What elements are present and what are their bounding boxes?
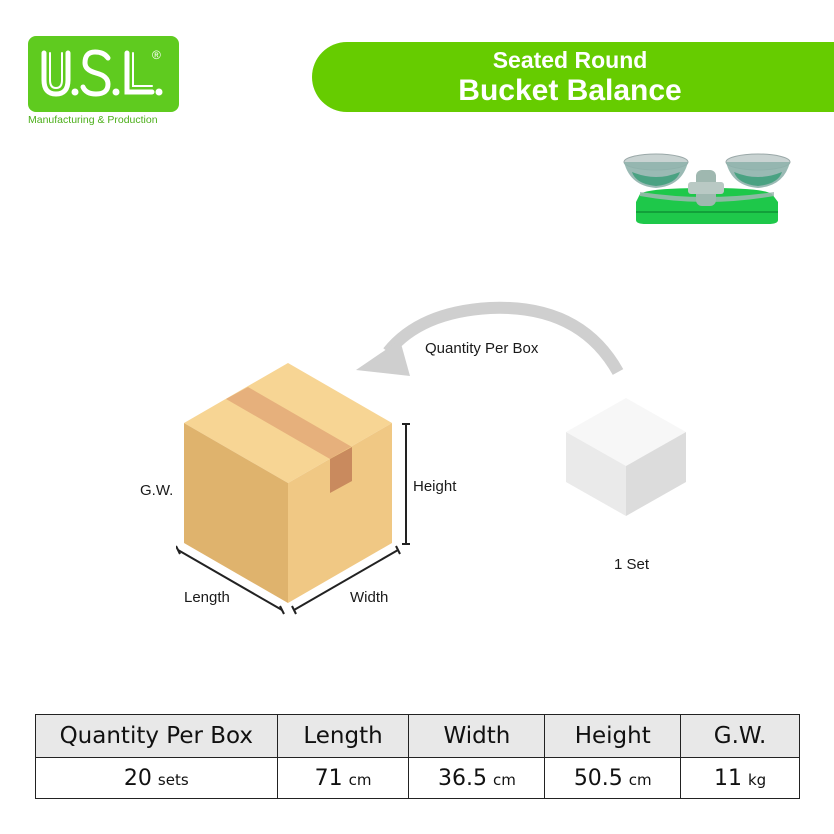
registered-mark: ® xyxy=(152,48,161,62)
header-width: Width xyxy=(408,714,546,758)
header-length: Length xyxy=(276,714,410,758)
header-height: Height xyxy=(544,714,682,758)
product-title-line2: Bucket Balance xyxy=(458,74,682,107)
cardboard-box-icon xyxy=(176,363,410,615)
table-header-row: Quantity Per Box Length Width Height G.W… xyxy=(35,714,800,758)
usl-logo-icon xyxy=(41,49,163,97)
box-weight-label: G.W. xyxy=(140,482,174,499)
brand-logo: ® xyxy=(28,36,179,112)
title-banner xyxy=(312,42,834,112)
arrow-label: Quantity Per Box xyxy=(425,340,539,357)
unit-cube-icon xyxy=(566,398,686,516)
header-weight: G.W. xyxy=(680,714,800,758)
box-length-label: Length xyxy=(184,589,230,606)
box-height-label: Height xyxy=(413,478,457,495)
header-quantity: Quantity Per Box xyxy=(35,714,278,758)
brand-tagline: Manufacturing & Production xyxy=(28,114,158,126)
unit-label: 1 Set xyxy=(614,556,650,573)
product-title-line1: Seated Round xyxy=(492,47,648,73)
bucket-balance-icon xyxy=(623,153,791,224)
box-width-label: Width xyxy=(350,589,389,606)
packing-spec-table: Quantity Per Box Length Width Height G.W… xyxy=(35,714,800,799)
curved-arrow-icon xyxy=(356,301,624,376)
